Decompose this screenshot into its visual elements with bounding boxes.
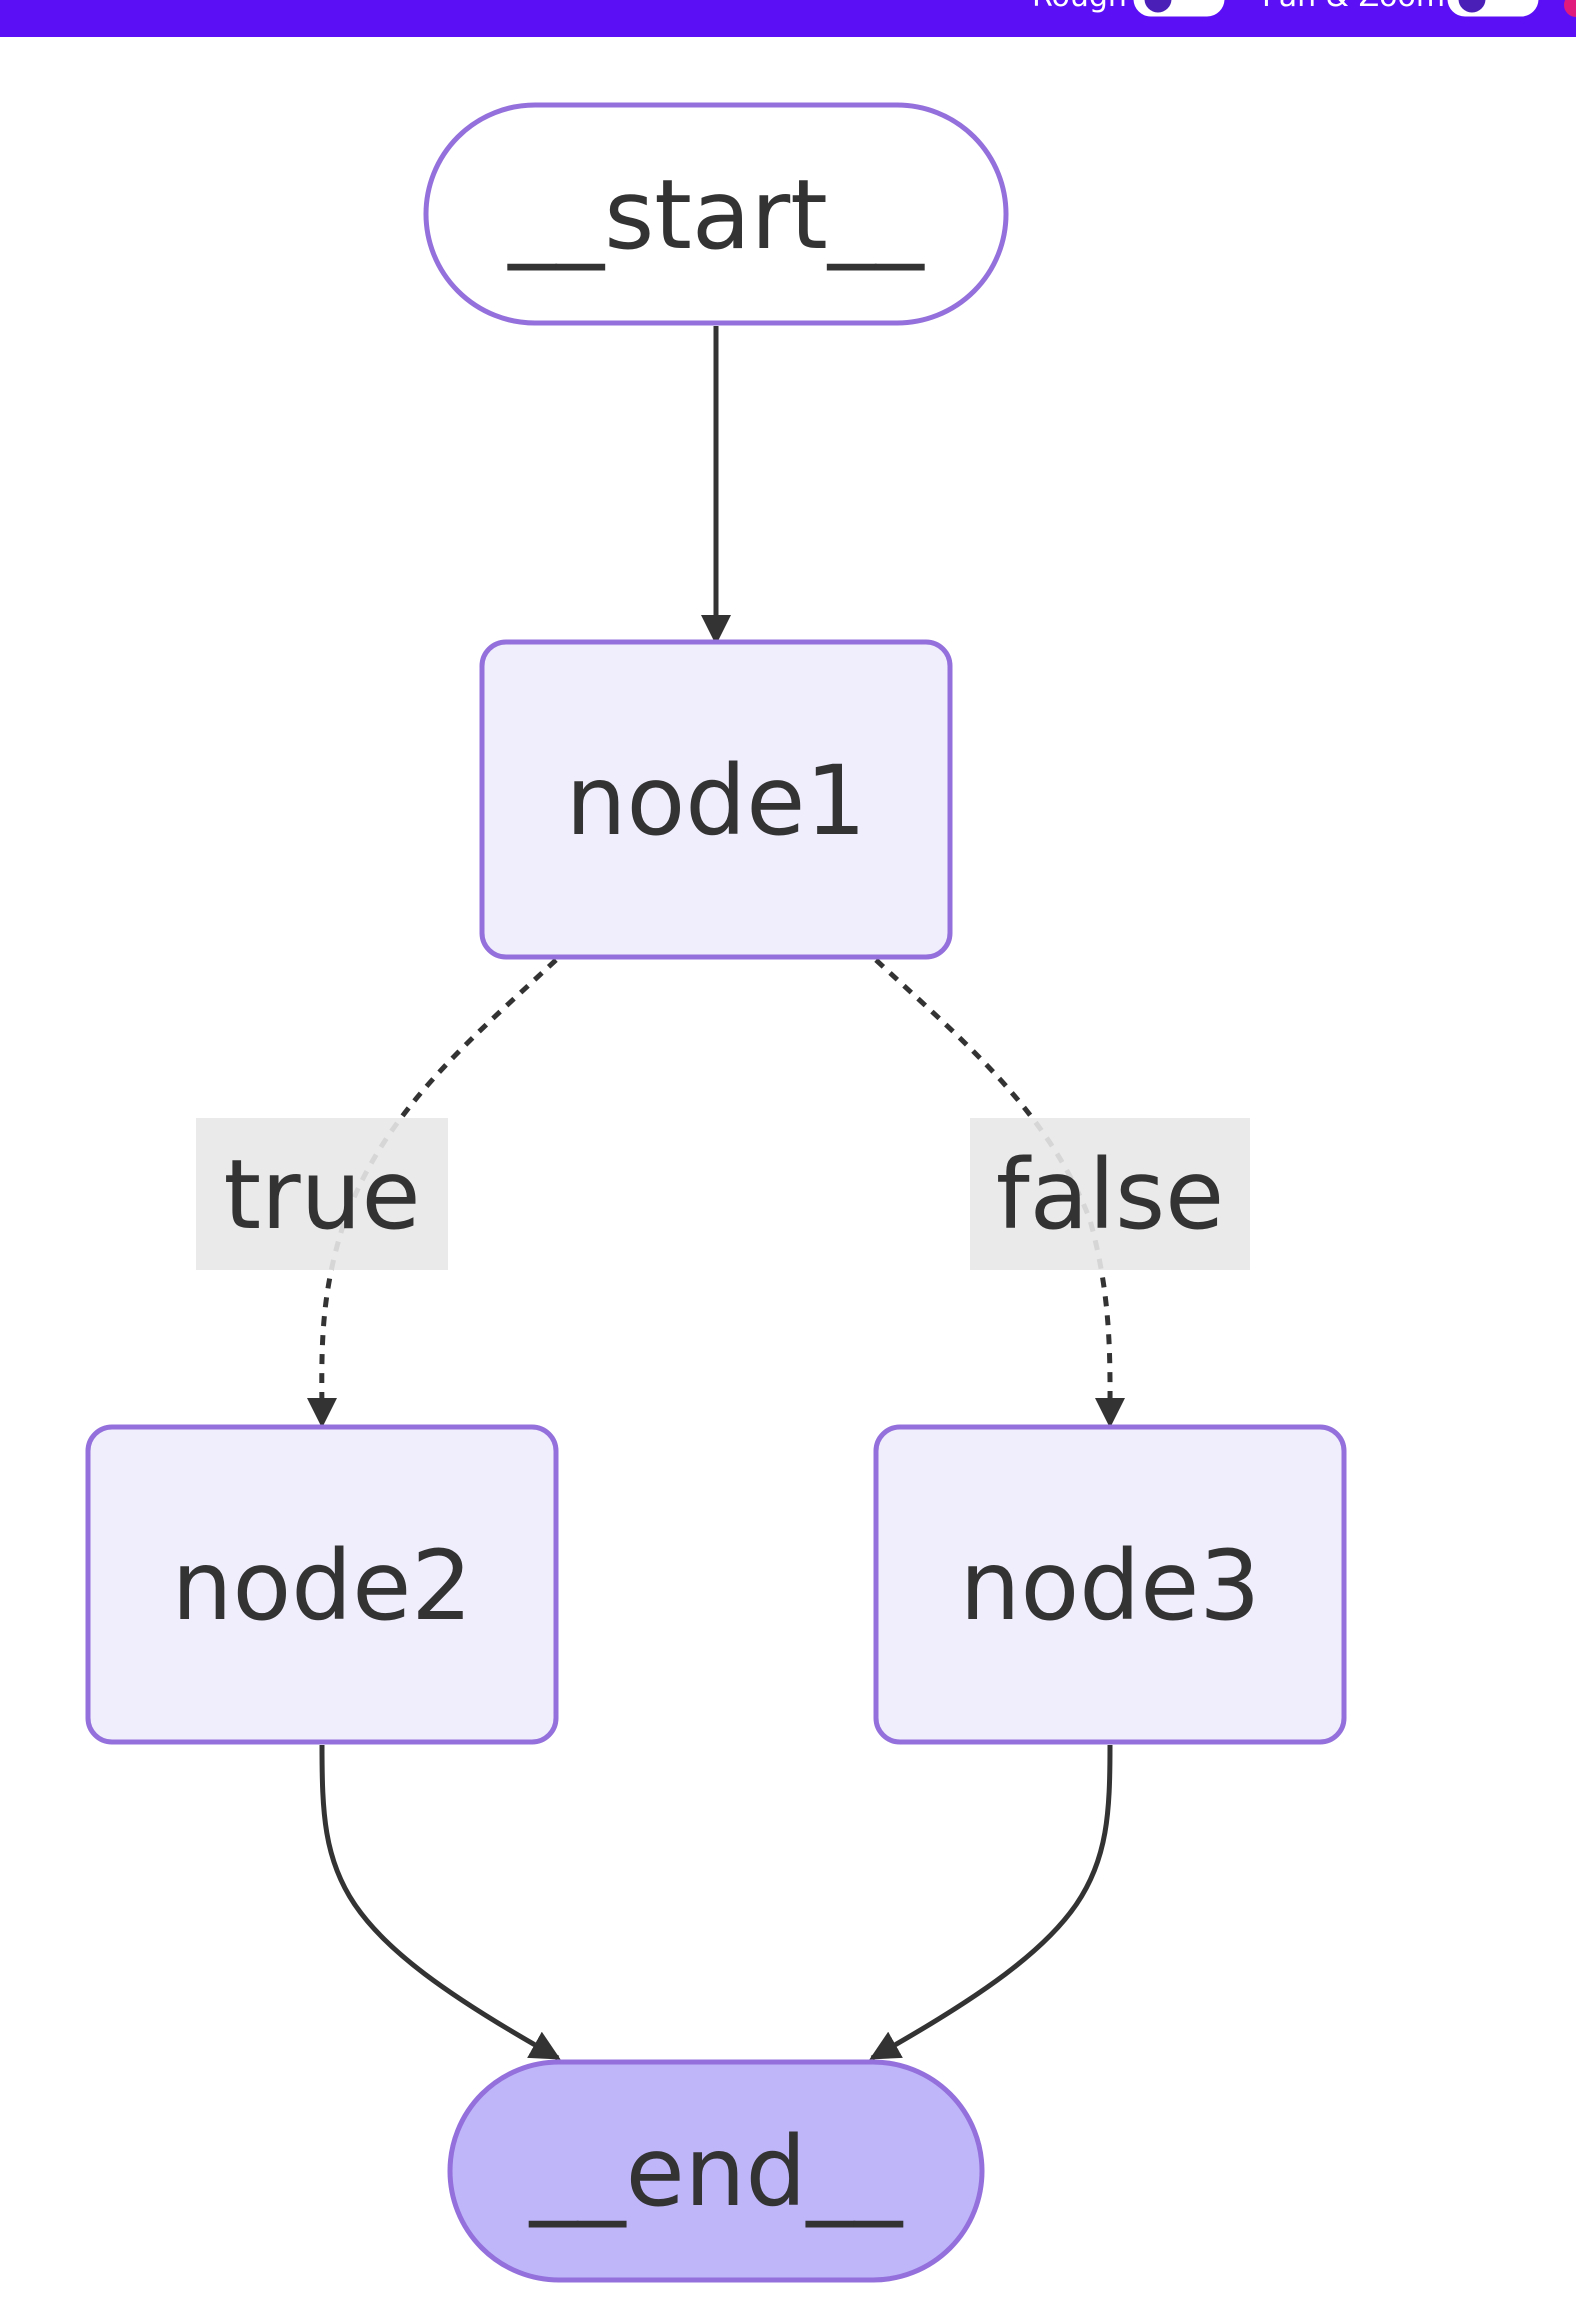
- edge-node3-to-end: [869, 1744, 1113, 2061]
- toolbar-background: [0, 0, 1576, 37]
- edge-label-true-text: true: [223, 1139, 420, 1251]
- node-end[interactable]: __end__: [447, 2059, 985, 2283]
- node-node2-label: node2: [172, 1530, 473, 1642]
- rough-toggle-knob: [1141, 0, 1175, 16]
- edge-label-false-text: false: [996, 1139, 1224, 1251]
- edge-label-false-background: [970, 1118, 1250, 1270]
- node-start-shape: [423, 102, 1009, 326]
- settings-dot-icon[interactable]: [1564, 0, 1576, 17]
- panzoom-toggle[interactable]: [1444, 0, 1542, 20]
- edge-node1-to-node3: [874, 958, 1126, 1428]
- node-end-shape: [447, 2059, 985, 2283]
- panzoom-toggle-knob: [1455, 0, 1489, 16]
- node-node1-shape: [479, 639, 953, 960]
- node-node2[interactable]: node2: [85, 1424, 559, 1745]
- rough-toggle[interactable]: [1130, 0, 1228, 20]
- rough-toggle-label: Rough: [1032, 0, 1127, 14]
- node-end-label: __end__: [529, 2116, 904, 2228]
- edge-label-true: true: [196, 1118, 448, 1270]
- edge-node2-to-end: [319, 1744, 561, 2061]
- edge-label-true-background: [196, 1118, 448, 1270]
- node-node1-label: node1: [566, 745, 867, 857]
- node-start-label: __start__: [507, 159, 925, 271]
- node-node3[interactable]: node3: [873, 1424, 1347, 1745]
- node-node1[interactable]: node1: [479, 639, 953, 960]
- panzoom-toggle-label: Pan & Zoom: [1262, 0, 1445, 14]
- node-node2-shape: [85, 1424, 559, 1745]
- node-node3-shape: [873, 1424, 1347, 1745]
- top-toolbar: Rough Pan & Zoom: [0, 0, 1576, 37]
- edge-label-false: false: [970, 1118, 1250, 1270]
- node-node3-label: node3: [960, 1530, 1261, 1642]
- edge-node1-to-node2: [306, 958, 558, 1428]
- node-start[interactable]: __start__: [423, 102, 1009, 326]
